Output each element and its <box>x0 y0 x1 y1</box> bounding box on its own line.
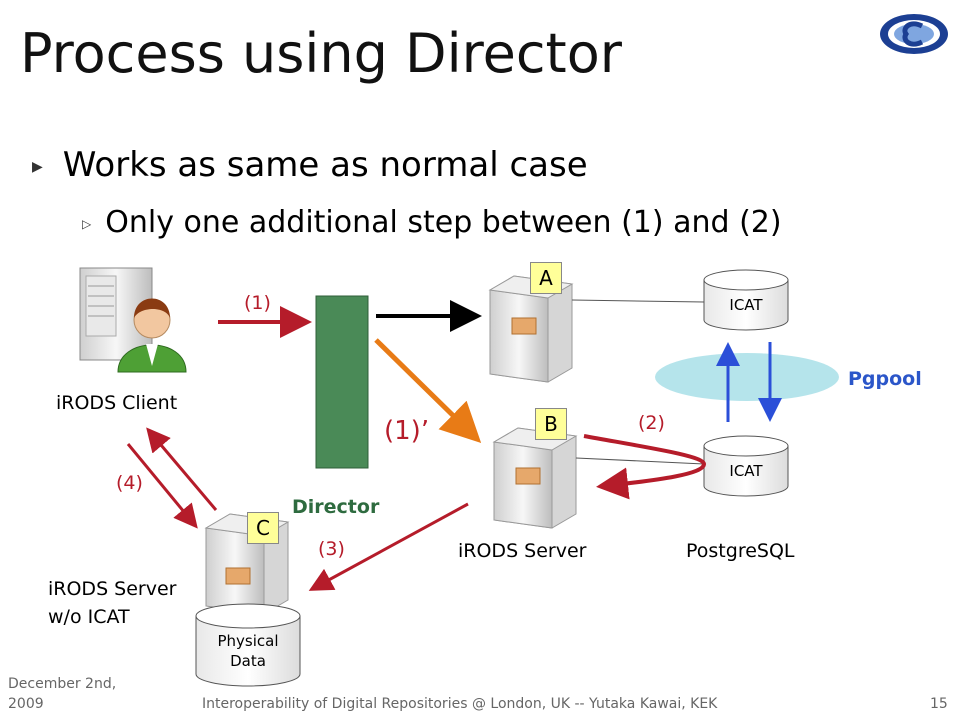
bullet-triangle-icon: ▶ <box>32 158 43 175</box>
bullet-text: Works as same as normal case <box>62 145 588 185</box>
page-number: 15 <box>930 696 948 712</box>
director-box <box>315 295 369 469</box>
physical-data-label-line2: Data <box>230 652 266 670</box>
physical-data-db-icon <box>195 603 301 687</box>
director-label: Director <box>292 496 380 518</box>
step1-label: (1) <box>244 292 271 314</box>
arrow-step1-prime <box>374 338 482 443</box>
footer-center: Interoperability of Digital Repositories… <box>202 696 718 712</box>
footer-date-line2: 2009 <box>8 696 44 712</box>
pgpool-ellipse <box>655 353 839 401</box>
footer-date-line1: December 2nd, <box>8 676 117 692</box>
icat-bottom-label: ICAT <box>729 462 763 480</box>
bullet-level1: ▶ Works as same as normal case <box>32 145 588 187</box>
arrow-step3 <box>308 502 469 591</box>
server-b-icon <box>492 427 578 529</box>
icat-top-db-icon <box>703 269 789 331</box>
step3-label: (3) <box>318 538 345 560</box>
user-avatar-icon <box>117 298 187 373</box>
server-a-icon <box>488 275 574 383</box>
bullet-text: Only one additional step between (1) and… <box>105 205 782 240</box>
page-title: Process using Director <box>20 22 622 85</box>
step4-label: (4) <box>116 472 143 494</box>
icat-top-label: ICAT <box>729 296 763 314</box>
arrow-step4-up <box>146 427 218 511</box>
postgres-label: PostgreSQL <box>686 540 795 562</box>
physical-data-label-line1: Physical <box>217 632 279 650</box>
logo-icon <box>876 8 952 60</box>
server-noicat-label-line1: iRODS Server <box>48 578 177 600</box>
pgpool-label: Pgpool <box>848 368 922 390</box>
step2-label: (2) <box>638 412 665 434</box>
badge-b: B <box>535 408 567 440</box>
badge-c: C <box>247 512 279 544</box>
server-noicat-label-line2: w/o ICAT <box>48 606 130 628</box>
icat-bottom-db-icon <box>703 435 789 497</box>
server-label: iRODS Server <box>458 540 587 562</box>
badge-a: A <box>530 262 562 294</box>
bullet-outline-triangle-icon: ▷ <box>82 216 92 231</box>
bullet-level2: ▷ Only one additional step between (1) an… <box>82 205 782 242</box>
client-label: iRODS Client <box>56 392 178 414</box>
step1-prime-label: (1)’ <box>384 416 430 446</box>
arrow-step2 <box>583 434 707 500</box>
arrow-step4-down <box>126 443 198 529</box>
